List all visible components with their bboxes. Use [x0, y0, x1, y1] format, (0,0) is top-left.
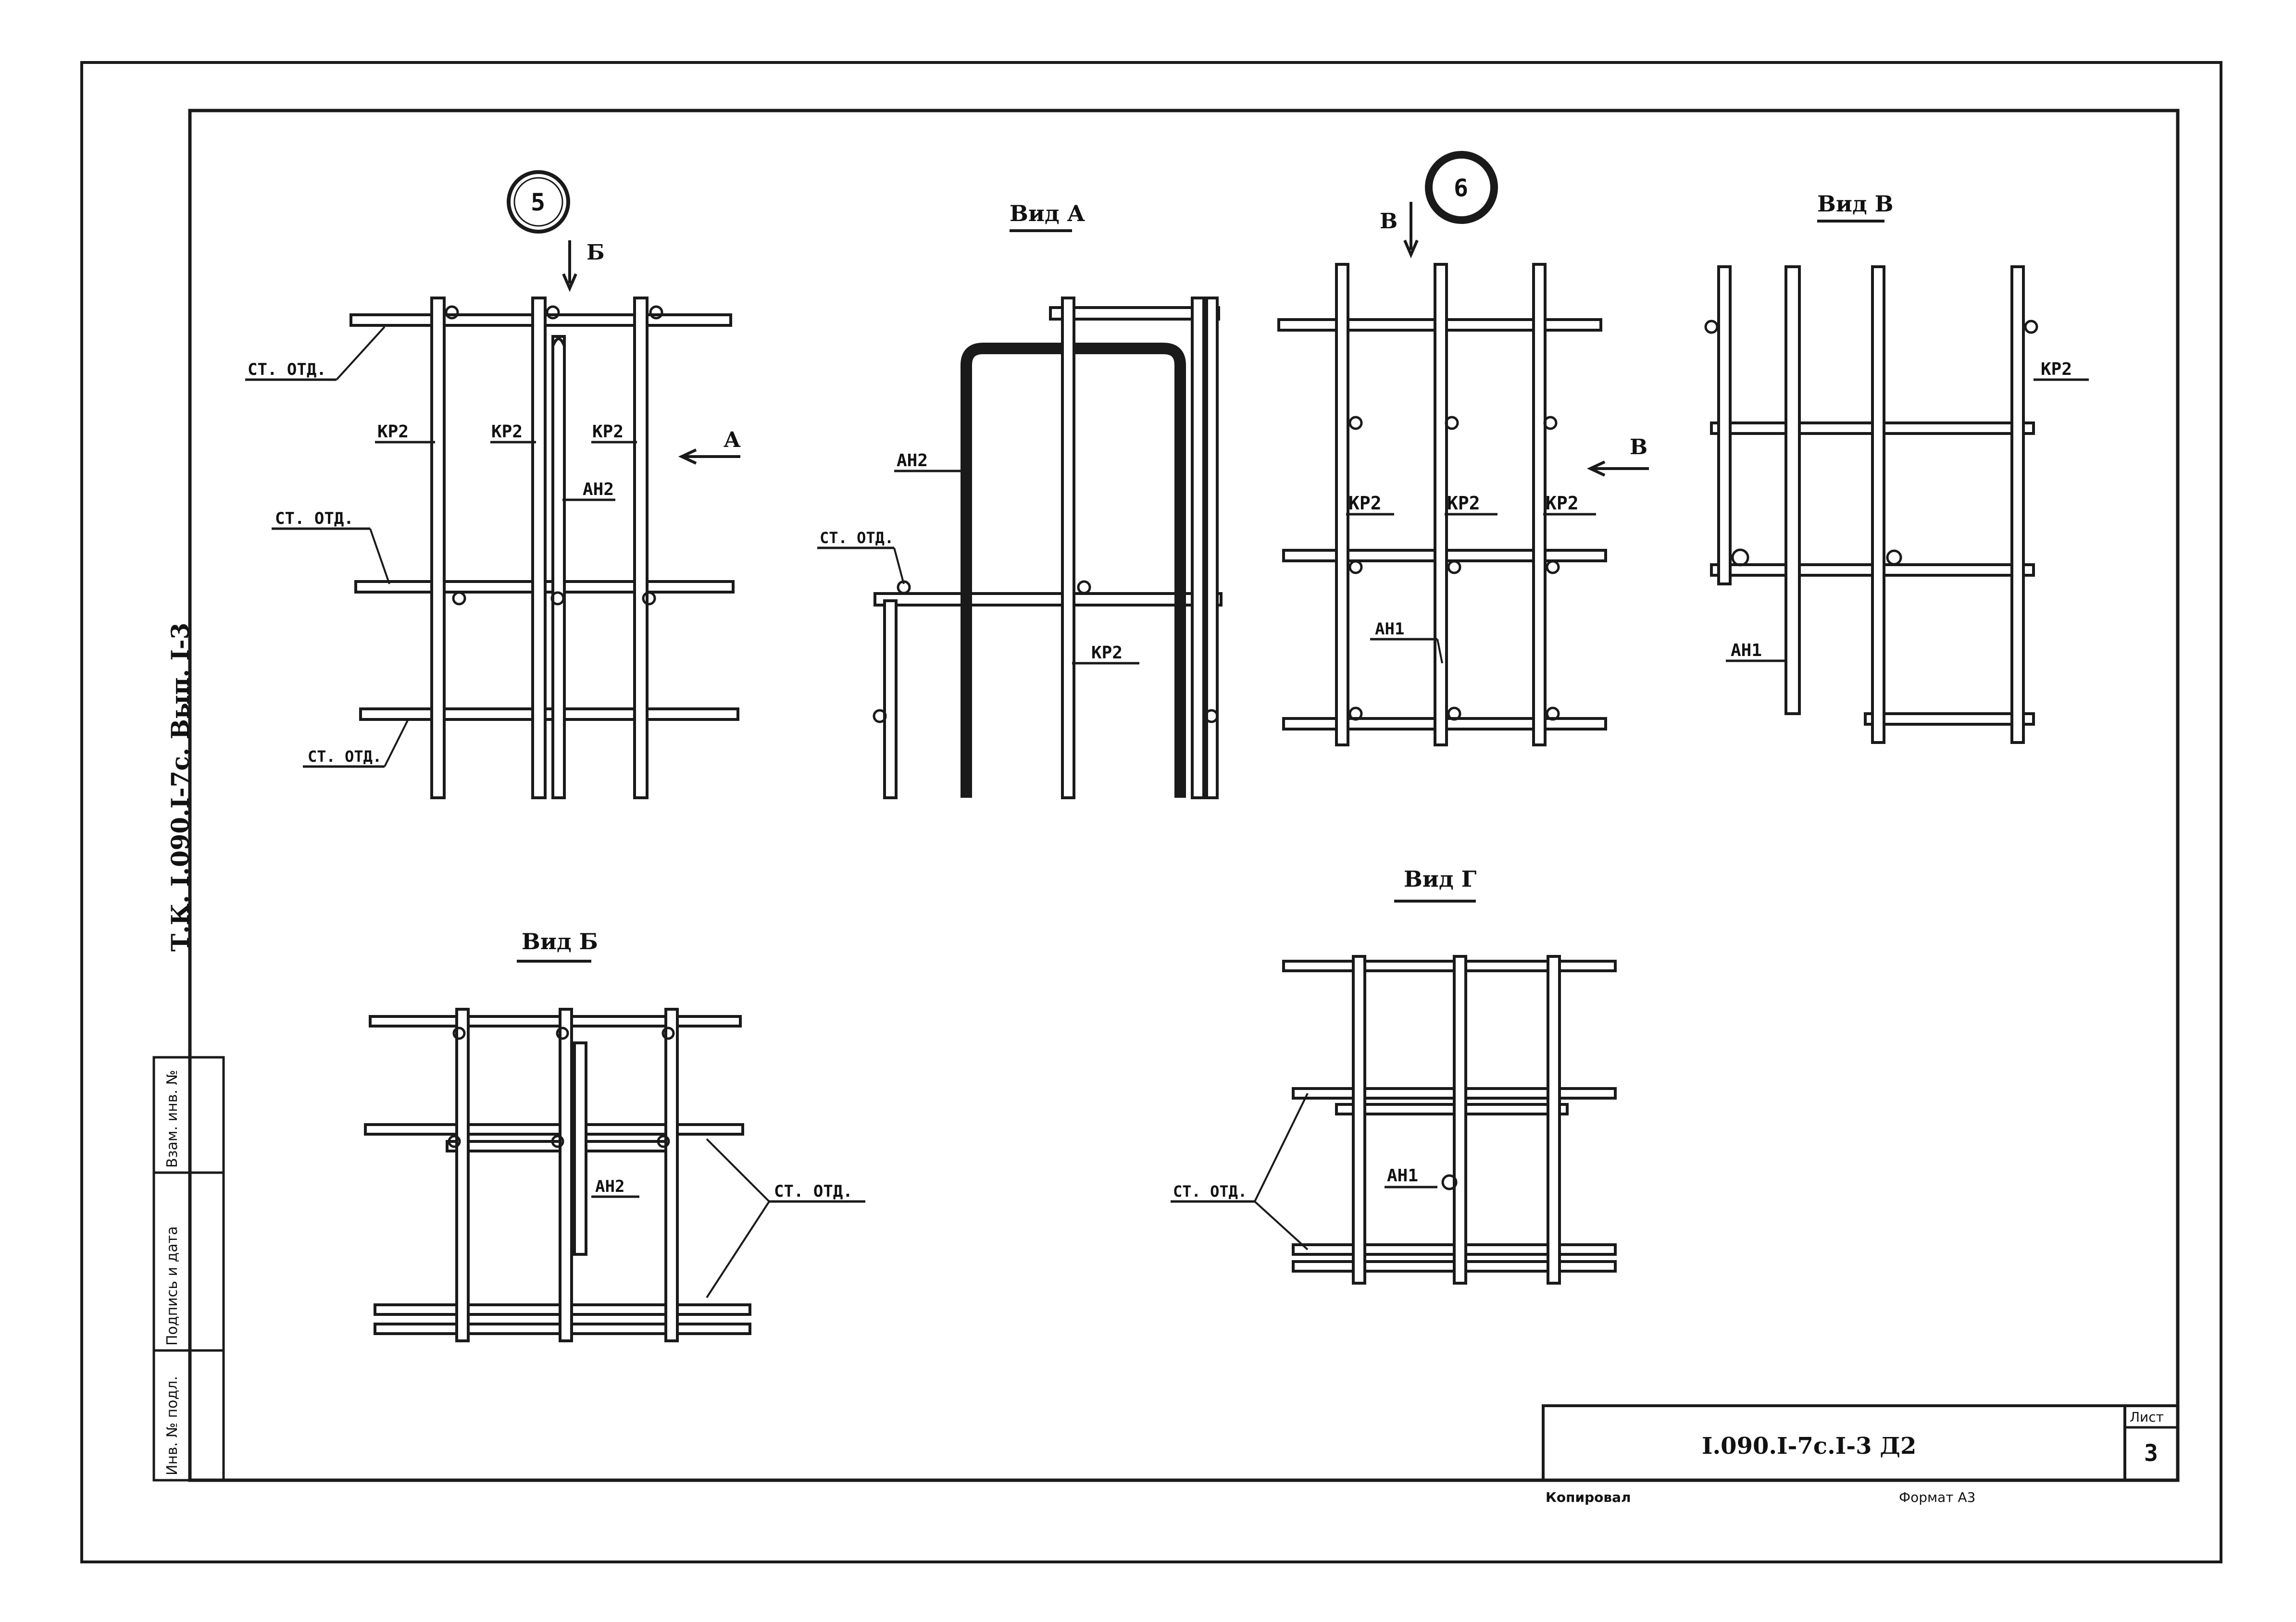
arrow-v1-label: В [1380, 209, 1398, 234]
view-a-label-st-otd: СТ. ОТД. [820, 529, 894, 547]
view-b-label-st-otd: СТ. ОТД. [774, 1182, 853, 1201]
node5-label-kr2-1: КР2 [377, 422, 409, 442]
node-6-drawing: 6 В В КР2 КР2 КР2 АН1 [1277, 151, 1649, 746]
node5-label-kr2-2: КР2 [491, 422, 523, 442]
node6-label-an1: АН1 [1375, 619, 1404, 639]
view-b-title: Вид Б [522, 929, 598, 954]
node6-label-kr2-3: КР2 [1546, 493, 1579, 514]
node5-label-an2: АН2 [583, 480, 614, 499]
left-stamp: Инв. № подл. Подпись и дата Взам. инв. № [152, 1056, 225, 1482]
view-g-title: Вид Г [1404, 866, 1477, 892]
node-6-number: 6 [1454, 174, 1468, 202]
view-a-label-an2: АН2 [897, 451, 928, 471]
node-5-number: 5 [531, 188, 545, 216]
view-b-label-an2: АН2 [595, 1177, 624, 1196]
node5-label-st-otd-3: СТ. ОТД. [308, 747, 382, 766]
arrow-b-label: Б [586, 240, 605, 265]
view-a-drawing: Вид А АН2 СТ. ОТД. КР2 [817, 200, 1223, 799]
view-a-title: Вид А [1010, 200, 1086, 226]
stamp-cell-podpis: Подпись и дата [164, 1226, 181, 1346]
title-block: I.090.I-7с.I-3 Д2 Лист 3 Копировал Форма… [1542, 1404, 2179, 1505]
view-a-label-kr2: КР2 [1091, 643, 1123, 663]
view-v-title: Вид В [1817, 191, 1894, 217]
title-block-format: Формат А3 [1899, 1489, 1975, 1505]
outer-frame [80, 61, 2222, 1563]
inner-frame [188, 109, 2180, 1482]
view-v-drawing: Вид В КР2 АН1 [1704, 191, 2089, 744]
node5-label-st-otd-1: СТ. ОТД. [248, 360, 326, 379]
view-v-label-an1: АН1 [1731, 641, 1762, 660]
view-g-drawing: Вид Г АН1 СТ. ОТД. [1171, 866, 1617, 1285]
node-5-drawing: 5 Б СТ. ОТД. КР2 КР2 КР2 АН2 [245, 170, 741, 799]
view-v-label-kr2: КР2 [2041, 359, 2072, 379]
title-block-code: I.090.I-7с.I-3 Д2 [1702, 1433, 1916, 1460]
node5-label-st-otd-2: СТ. ОТД. [275, 509, 354, 528]
stamp-cell-vzam: Взам. инв. № [164, 1070, 181, 1168]
node6-label-kr2-1: КР2 [1348, 493, 1382, 514]
view-g-label-st-otd: СТ. ОТД. [1173, 1182, 1247, 1201]
side-title: Т.К. I.090.I-7с. Вып. I-3 [166, 623, 194, 952]
node-6-circle [1425, 151, 1498, 224]
node5-label-kr2-3: КР2 [592, 422, 624, 442]
view-g-label-an1: АН1 [1387, 1166, 1418, 1186]
title-block-sheet-label: Лист [2130, 1409, 2164, 1425]
node-5-circle [507, 170, 570, 234]
view-b-drawing: Вид Б АН2 СТ. ОТД. [364, 929, 865, 1342]
node6-label-kr2-2: КР2 [1447, 493, 1480, 514]
title-block-sheet-number: 3 [2144, 1440, 2158, 1467]
title-block-copied: Копировал [1546, 1489, 1631, 1505]
arrow-a-label: А [724, 428, 741, 452]
stamp-cell-inv-podl: Инв. № подл. [164, 1376, 181, 1475]
arrow-v2-label: В [1630, 435, 1647, 459]
